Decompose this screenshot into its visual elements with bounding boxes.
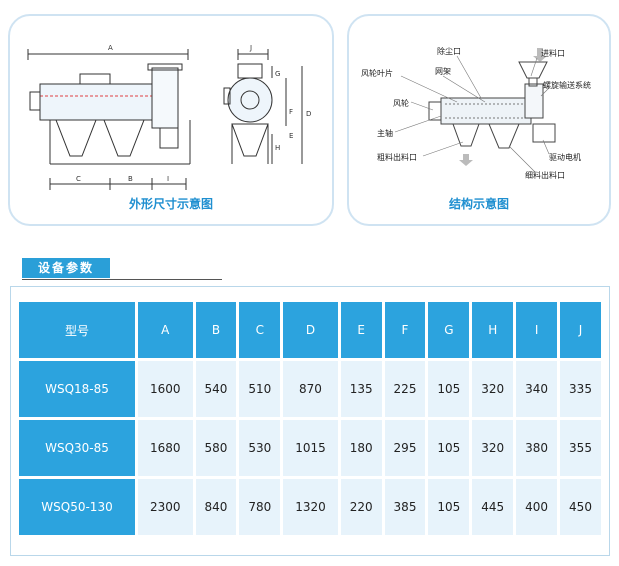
cell: 135 — [340, 361, 382, 417]
header-a: A — [138, 302, 193, 358]
dim-label-i: I — [167, 175, 169, 183]
header-i: I — [516, 302, 558, 358]
section-title: 设备参数 — [22, 258, 110, 278]
dim-label-b: B — [128, 175, 133, 183]
header-h: H — [472, 302, 514, 358]
cell: 1320 — [283, 479, 338, 535]
cell: 340 — [516, 361, 558, 417]
cell: 2300 — [138, 479, 193, 535]
cell: 1680 — [138, 420, 193, 476]
header-b: B — [195, 302, 237, 358]
parameter-table-container: 型号 A B C D E F G H I J WSQ18-85 1600 540… — [10, 286, 610, 556]
label-fine-outlet: 细料出料口 — [525, 170, 565, 180]
cell: 380 — [516, 420, 558, 476]
header-g: G — [428, 302, 470, 358]
dim-label-d: D — [306, 110, 311, 118]
cell: 1600 — [138, 361, 193, 417]
table-row: WSQ30-85 1680 580 530 1015 180 295 105 3… — [19, 420, 601, 476]
cell: 320 — [472, 361, 514, 417]
cell: 400 — [516, 479, 558, 535]
label-fan-wheel: 风轮 — [393, 98, 409, 108]
header-f: F — [384, 302, 426, 358]
section-divider — [22, 279, 222, 280]
label-main-shaft: 主轴 — [377, 128, 393, 138]
dim-label-f: F — [289, 108, 293, 116]
cell: 225 — [384, 361, 426, 417]
cell: 780 — [239, 479, 281, 535]
structure-diagram-caption: 结构示意图 — [448, 197, 509, 211]
dimension-diagram-caption: 外形尺寸示意图 — [128, 197, 213, 211]
dimension-diagram-panel: A C B I J D F G H E 外形尺寸示意图 — [8, 14, 334, 226]
cell: 840 — [195, 479, 237, 535]
dim-label-e: E — [289, 132, 293, 140]
cell-model: WSQ18-85 — [19, 361, 135, 417]
cell: 105 — [428, 420, 470, 476]
label-screen: 网架 — [435, 67, 451, 76]
cell: 580 — [195, 420, 237, 476]
cell: 385 — [384, 479, 426, 535]
dim-label-j: J — [249, 44, 252, 52]
cell: 1015 — [283, 420, 338, 476]
label-dust-port: 除尘口 — [437, 46, 461, 56]
cell: 355 — [560, 420, 601, 476]
label-fan-blade: 风轮叶片 — [361, 68, 393, 78]
label-motor: 驱动电机 — [549, 152, 581, 162]
dim-label-a: A — [108, 44, 113, 52]
label-coarse-outlet: 粗料出料口 — [377, 152, 417, 162]
parameter-table: 型号 A B C D E F G H I J WSQ18-85 1600 540… — [16, 299, 604, 538]
dim-label-c: C — [76, 175, 81, 183]
cell: 220 — [340, 479, 382, 535]
structure-diagram-panel: 除尘口 进料口 风轮叶片 网架 螺旋输送系统 风轮 主轴 粗料出料口 驱动电机 … — [347, 14, 611, 226]
dim-label-g: G — [275, 70, 280, 78]
cell: 105 — [428, 361, 470, 417]
dim-label-h: H — [275, 144, 280, 152]
cell: 445 — [472, 479, 514, 535]
header-j: J — [560, 302, 601, 358]
dimension-diagram: A C B I J D F G H E — [27, 44, 311, 190]
table-row: WSQ18-85 1600 540 510 870 135 225 105 32… — [19, 361, 601, 417]
cell: 335 — [560, 361, 601, 417]
header-c: C — [239, 302, 281, 358]
cell: 540 — [195, 361, 237, 417]
header-model: 型号 — [19, 302, 135, 358]
cell: 510 — [239, 361, 281, 417]
header-d: D — [283, 302, 338, 358]
table-header-row: 型号 A B C D E F G H I J — [19, 302, 601, 358]
cell: 105 — [428, 479, 470, 535]
cell: 450 — [560, 479, 601, 535]
cell: 530 — [239, 420, 281, 476]
cell: 180 — [340, 420, 382, 476]
cell-model: WSQ50-130 — [19, 479, 135, 535]
label-inlet: 进料口 — [541, 48, 565, 58]
structure-diagram: 除尘口 进料口 风轮叶片 网架 螺旋输送系统 风轮 主轴 粗料出料口 驱动电机 … — [361, 46, 591, 180]
table-row: WSQ50-130 2300 840 780 1320 220 385 105 … — [19, 479, 601, 535]
cell: 870 — [283, 361, 338, 417]
header-e: E — [340, 302, 382, 358]
label-screw: 螺旋输送系统 — [543, 80, 591, 90]
cell-model: WSQ30-85 — [19, 420, 135, 476]
cell: 320 — [472, 420, 514, 476]
cell: 295 — [384, 420, 426, 476]
